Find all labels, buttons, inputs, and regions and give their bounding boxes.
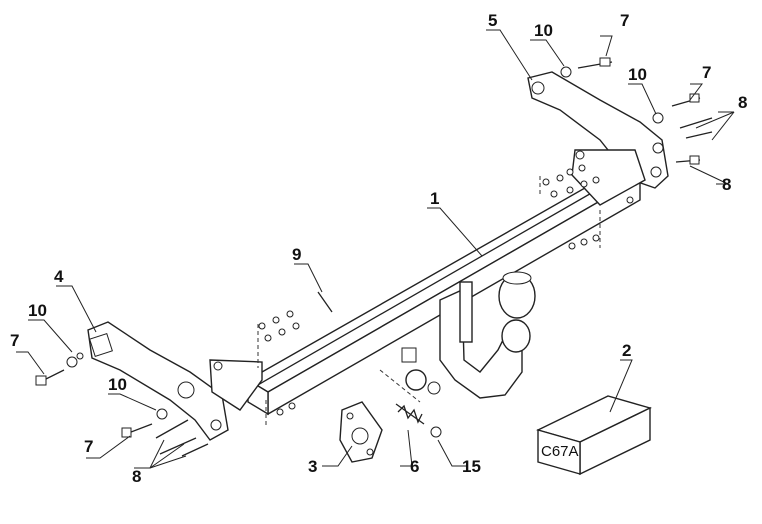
callout-7d: 7 — [84, 437, 93, 456]
callout-10a: 10 — [534, 21, 553, 40]
right-bracket — [527, 71, 669, 206]
callout-7b: 7 — [702, 63, 711, 82]
callout-9: 9 — [292, 245, 301, 264]
spring — [395, 403, 425, 425]
callout-5: 5 — [488, 11, 497, 30]
callout-10d: 10 — [108, 375, 127, 394]
callout-6: 6 — [410, 457, 419, 476]
coupling-body — [401, 347, 441, 395]
callout-numbers: 1 2 3 4 5 6 7 7 7 7 8 8 8 9 10 10 10 10 … — [10, 11, 747, 486]
socket-plate — [339, 401, 383, 463]
right-fasteners — [542, 57, 713, 250]
callout-4: 4 — [54, 267, 64, 286]
callout-8a: 8 — [738, 93, 747, 112]
crossbeam — [246, 167, 642, 416]
callout-8c: 8 — [132, 467, 141, 486]
tow-ball — [498, 271, 536, 353]
callout-2: 2 — [622, 341, 631, 360]
left-bracket — [87, 321, 263, 441]
callout-10c: 10 — [28, 301, 47, 320]
callout-15: 15 — [462, 457, 481, 476]
callout-7a: 7 — [620, 11, 629, 30]
callout-3: 3 — [308, 457, 317, 476]
left-fasteners — [35, 291, 333, 457]
callout-10b: 10 — [628, 65, 647, 84]
package-box: C67A — [536, 395, 652, 476]
leader-lines — [16, 29, 735, 469]
callout-8b: 8 — [722, 175, 731, 194]
box-label: C67A — [541, 443, 579, 460]
alignment-lines — [257, 176, 601, 428]
callout-7c: 7 — [10, 331, 19, 350]
callout-1: 1 — [430, 189, 439, 208]
nut — [430, 426, 442, 438]
